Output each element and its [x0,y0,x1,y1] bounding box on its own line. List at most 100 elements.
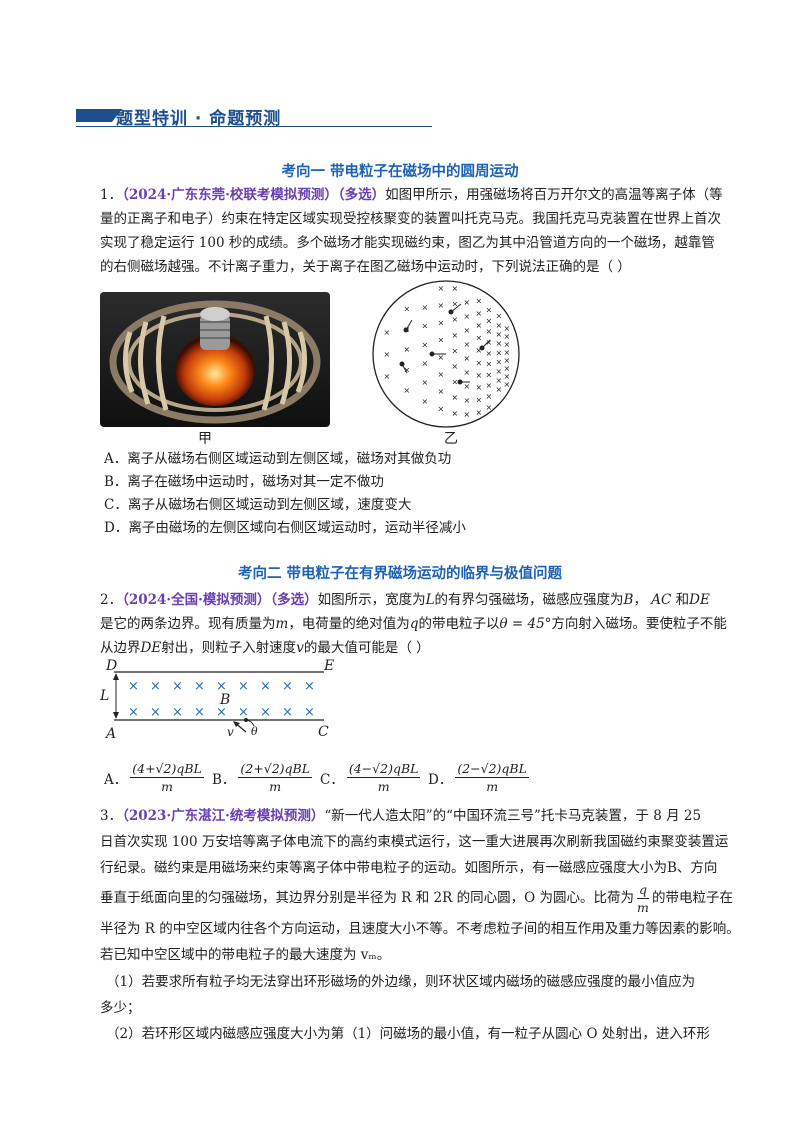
field-cross-mark: × [504,340,511,349]
field-cross-mark: × [464,326,471,335]
question-1-stem: 1．（2024·广东东莞·校联考模拟预测）（多选）如图甲所示，用强磁场将百万开尔… [100,183,723,279]
field-cross-mark: × [486,403,493,412]
point-label-B: B [219,692,230,708]
q2-text: 的带电粒子以 [418,616,500,632]
section-title-1: 考向一 带电粒子在磁场中的圆周运动 [281,164,519,180]
field-cross-mark: × [404,304,411,313]
header-underline [76,126,432,127]
q1-option-a: A．离子从磁场右侧区域运动到左侧区域，磁场对其做负功 [104,451,452,467]
bounded-field-diagram: ××××××××× ××××××××× D E L B A C v θ [99,658,334,742]
q3-subquestions: （1）若要求所有粒子均无法穿出环形磁场的外边缘，则环状区域内磁场的磁感应强度的最… [100,969,716,1047]
field-cross-mark: × [452,393,459,402]
field-cross-mark: × [476,321,483,330]
field-cross-mark: × [504,380,511,389]
header-bar-decoration [76,109,112,122]
q2-text: ，电荷量的绝对值为 [288,616,410,632]
field-cross-mark: × [438,370,445,379]
point-label-C: C [318,724,329,740]
field-cross-mark: × [496,358,503,367]
q1-line-2: 量的正离子和电子）约束在特定区域实现受控核聚变的装置叫托克马克。我国托克马克装置… [100,211,721,227]
q1-option-b: B．离子在磁场中运动时，磁场对其一定不做功 [104,474,384,490]
field-cross-mark: × [464,312,471,321]
option-label: C． [320,771,344,788]
field-cross-mark: × [496,312,503,321]
q2-angle: θ = 45° [499,616,552,632]
field-cross-mark: × [438,404,445,413]
fraction-numerator: q [636,882,649,899]
svg-text:×: × [238,705,249,720]
header-title: 题型特训 · 命题预测 [116,109,282,129]
question-3-stem: 3．（2023·广东湛江·统考模拟预测）“新一代人造太阳”的“中国环流三号”托卡… [100,803,740,968]
field-cross-mark: × [452,331,459,340]
q3-line-4: 垂直于纸面向里的匀强磁场，其边界分别是半径为 R 和 2R 的同心圆，O 为圆心… [100,890,634,906]
point-label-D: D [105,658,117,674]
field-cross-mark: × [452,378,459,387]
q1-line-4: 的右侧磁场越强。不计离子重力，关于离子在图乙磁场中运动时，下列说法正确的是（ ） [100,259,631,275]
q2-number: 2． [100,592,123,608]
field-cross-mark: × [486,370,493,379]
svg-text:×: × [216,679,227,694]
field-cross-mark: × [486,338,493,347]
field-cross-mark: × [464,368,471,377]
q2-symbol-DE: DE [689,592,710,608]
fraction-denominator: m [269,779,282,794]
q1-number: 1． [100,187,123,203]
q2-symbol-AC: AC [651,592,672,608]
field-cross-mark: × [496,330,503,339]
q3-subquestion-2: （2）若环形区域内磁感应强度大小为第（1）问磁场的最小值，有一粒子从圆心 O 处… [106,1026,710,1042]
field-cross-mark: × [476,346,483,355]
field-cross-mark: × [486,392,493,401]
option-label: B． [212,771,236,788]
figure-caption-jia: 甲 [198,431,212,447]
field-cross-mark: × [476,383,483,392]
field-cross-mark: × [496,348,503,357]
svg-text:×: × [260,705,271,720]
field-cross-mark: × [476,396,483,405]
field-cross-mark: × [486,327,493,336]
q2-symbol-q: q [409,616,419,632]
field-cross-mark: × [496,367,503,376]
field-cross-mark: × [496,339,503,348]
angle-label-theta: θ [251,725,258,738]
fraction-denominator: m [637,900,649,915]
svg-text:×: × [216,705,227,720]
q3-line-4b: 的带电粒子在 [651,890,733,906]
q2-symbol-B: B [623,592,634,608]
field-cross-mark: × [464,298,471,307]
svg-text:×: × [260,679,271,694]
field-cross-mark: × [476,296,483,305]
svg-text:×: × [128,705,139,720]
question-2-stem: 2．（2024·全国·模拟预测）（多选）如图所示，宽度为L的有界匀强磁场，磁感应… [100,588,727,660]
q2-text: 和 [675,592,690,608]
tokamak-photo [100,292,330,427]
svg-text:×: × [194,705,205,720]
fraction-denominator: m [486,779,499,794]
svg-text:×: × [128,679,139,694]
field-cross-mark: × [496,376,503,385]
field-cross-mark: × [486,381,493,390]
width-label-L: L [99,688,109,704]
field-cross-mark: × [452,409,459,418]
field-cross-mark: × [504,348,511,357]
fraction-numerator: (4−√2)qBL [346,761,421,778]
field-cross-mark: × [464,340,471,349]
field-cross-mark: × [438,301,445,310]
q2-text: 如图所示，宽度为 [317,592,426,608]
field-cross-mark: × [464,382,471,391]
field-cross-mark: × [476,309,483,318]
q1-line-3: 实现了稳定运行 100 秒的成绩。多个磁场才能实现磁约束，图乙为其中沿管道方向的… [100,235,715,251]
field-cross-mark: × [504,372,511,381]
field-cross-mark: × [384,372,391,381]
q3-line-2: 日首次实现 100 万安培等离子体电流下的高约束模式运行，这一重大进展再次刷新我… [100,834,729,850]
fraction-denominator: m [377,779,390,794]
field-cross-mark: × [422,340,429,349]
field-cross-mark: × [452,315,459,324]
point-label-E: E [323,658,334,674]
q2-text: 从边界 [100,640,141,656]
svg-text:×: × [172,679,183,694]
field-cross-mark: × [452,284,459,293]
q2-text: 射出，则粒子入射速度 [161,640,297,656]
field-cross-mark: × [404,366,411,375]
fraction-numerator: (2+√2)qBL [238,761,313,778]
